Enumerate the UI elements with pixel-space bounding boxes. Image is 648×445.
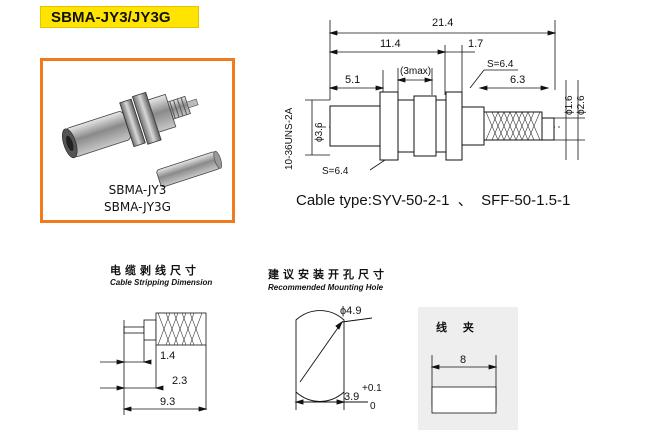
product-photo-frame: SBMA-JY3 SBMA-JY3G — [40, 58, 235, 223]
dim-pin-dia: ϕ3.6 — [314, 122, 325, 142]
dim-hex-top: S=6.4 — [487, 59, 514, 70]
mounting-title-en: Recommended Mounting Hole — [268, 283, 384, 292]
connector-photo-illustration — [61, 91, 223, 188]
stripping-title-cn: 电缆剥线尺寸 — [110, 264, 200, 277]
model-name-1: SBMA-JY3 — [108, 183, 167, 197]
strip-dim-3: 9.3 — [160, 396, 175, 408]
dim-rear-length: 6.3 — [510, 74, 525, 86]
stripping-title-en: Cable Stripping Dimension — [110, 278, 213, 287]
cable-type-note: Cable type:SYV-50-2-1 、 SFF-50-1.5-1 — [296, 192, 571, 209]
dim-overall-length: 21.4 — [432, 17, 453, 29]
clip-title-cn: 线 夹 — [436, 321, 480, 334]
model-name-2: SBMA-JY3G — [104, 200, 171, 214]
dim-hex-bottom: S=6.4 — [322, 166, 349, 177]
clip-panel: 线 夹 8 — [418, 307, 518, 430]
strip-dim-2: 2.3 — [172, 375, 187, 387]
dim-cable-dia-2: ϕ2.6 — [576, 95, 587, 115]
mount-diameter: ϕ4.9 — [340, 305, 361, 317]
clip-length: 8 — [460, 354, 466, 366]
dim-front-length: 5.1 — [345, 74, 360, 86]
mount-flat: 3.9 — [344, 391, 359, 403]
dim-body-length: 11.4 — [380, 38, 401, 50]
dim-panel-max: (3max) — [400, 66, 431, 77]
product-title: SBMA-JY3/JY3G — [51, 8, 171, 26]
dim-cable-dia-1: ϕ1.6 — [564, 95, 575, 115]
strip-dim-1: 1.4 — [160, 350, 175, 362]
mount-tol-upper: +0.1 — [362, 383, 382, 394]
mounting-title-cn: 建议安装开孔尺寸 — [268, 268, 388, 281]
dim-nut-gap: 1.7 — [468, 38, 483, 50]
mount-tol-lower: 0 — [370, 401, 376, 412]
product-title-badge: SBMA-JY3/JY3G — [40, 6, 199, 28]
clip-drawing: 8 — [430, 354, 498, 414]
dim-thread: 10-36UNS-2A — [284, 107, 295, 170]
